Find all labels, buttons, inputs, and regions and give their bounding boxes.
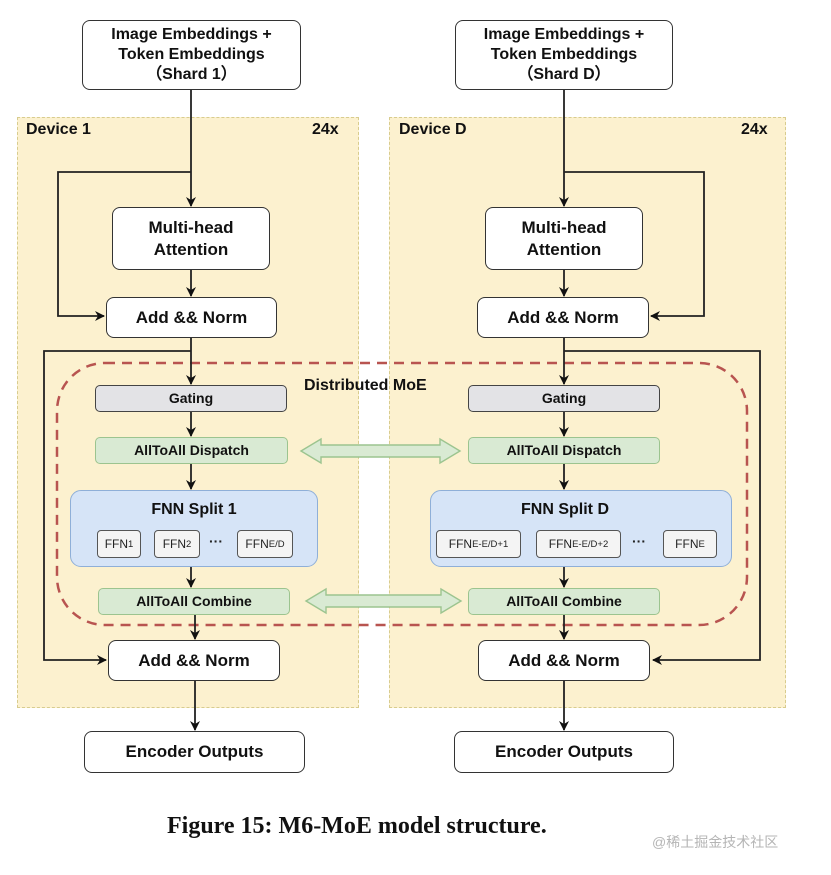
dd-fnn-split-title: FNN Split D [521, 501, 609, 518]
dd-ffnlast-base: FFN [675, 537, 699, 551]
d1-attn-line1: Multi-head [148, 218, 234, 238]
d1-skip-moe [43, 350, 191, 665]
d1-input-embeddings-box: Image Embeddings + Token Embeddings （Sha… [82, 20, 301, 90]
dd-add-norm-2-box: Add && Norm [478, 640, 650, 681]
dd-ffnlast-sub: E [698, 538, 705, 550]
dd-encoder-outputs-box: Encoder Outputs [454, 731, 674, 773]
dd-skip-moe [564, 350, 761, 665]
d1-add-norm-1-box: Add && Norm [106, 297, 277, 338]
d1-ffn1-base: FFN [104, 537, 129, 551]
d1-input-line1: Image Embeddings + [111, 26, 272, 43]
d1-alltoall-dispatch-box: AllToAll Dispatch [95, 437, 288, 464]
dd-input-line2: Token Embeddings [490, 46, 638, 63]
dd-attn-line2: Attention [526, 239, 602, 259]
dd-input-embeddings-box: Image Embeddings + Token Embeddings （Sha… [455, 20, 673, 90]
dd-ffn2-sub: E-E/D+2 [572, 538, 609, 550]
dd-attn-line1: Multi-head [521, 218, 607, 238]
d1-input-shard: （Shard 1） [146, 66, 237, 83]
d1-input-line2: Token Embeddings [118, 46, 265, 63]
dd-input-line1: Image Embeddings + [483, 26, 645, 43]
dd-alltoall-combine-box: AllToAll Combine [468, 588, 660, 615]
d1-ffn1-sub: 1 [128, 538, 134, 550]
d1-alltoall-combine-box: AllToAll Combine [98, 588, 290, 615]
device-1-repeat: 24x [312, 121, 339, 138]
d1-ffn-ellipsis: ··· [209, 533, 223, 549]
dd-alltoall-dispatch-box: AllToAll Dispatch [468, 437, 660, 464]
distributed-moe-region [55, 361, 749, 627]
dd-add-norm-1-box: Add && Norm [477, 297, 649, 338]
dd-ffn-ellipsis: ··· [632, 533, 646, 549]
watermark-text: @稀土掘金技术社区 [652, 834, 779, 850]
d1-add-norm-2-box: Add && Norm [108, 640, 280, 681]
d1-ffn2-sub: 2 [186, 538, 192, 550]
d1-skip-attention [57, 171, 191, 321]
figure-caption: Figure 15: M6-MoE model structure. [167, 813, 547, 839]
d1-ffn2-base: FFN [162, 537, 187, 551]
dd-multihead-attention-box: Multi-head Attention [485, 207, 643, 270]
distributed-moe-label: Distributed MoE [304, 377, 427, 394]
dd-input-shard: （Shard D） [517, 66, 611, 83]
d1-encoder-outputs-box: Encoder Outputs [84, 731, 305, 773]
device-d-repeat: 24x [741, 121, 768, 138]
d1-ffnlast-base: FFN [245, 537, 269, 551]
dd-ffn1-sub: E-E/D+1 [472, 538, 509, 550]
dd-ffn1-base: FFN [448, 537, 473, 551]
d1-gating-box: Gating [95, 385, 287, 412]
combine-exchange-arrow [304, 587, 463, 615]
device-1-label: Device 1 [26, 121, 91, 138]
dd-ffn2-base: FFN [548, 537, 573, 551]
device-d-label: Device D [399, 121, 467, 138]
d1-attn-line2: Attention [153, 239, 229, 259]
d1-ffnlast-sub: E/D [268, 538, 285, 550]
dd-skip-attention [564, 171, 705, 321]
dd-gating-box: Gating [468, 385, 660, 412]
dispatch-exchange-arrow [299, 437, 462, 465]
d1-multihead-attention-box: Multi-head Attention [112, 207, 270, 270]
d1-fnn-split-title: FNN Split 1 [151, 501, 237, 518]
